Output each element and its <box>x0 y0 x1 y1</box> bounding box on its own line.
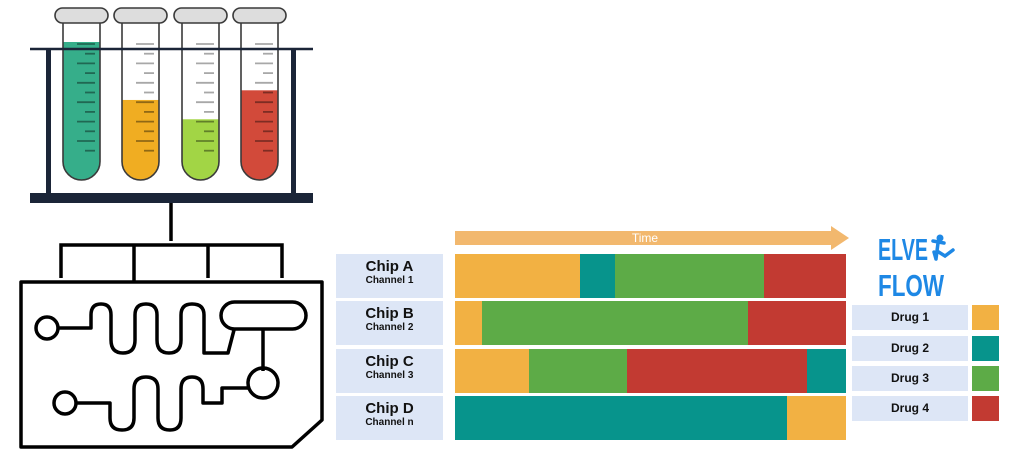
chip-title: Chip D <box>365 400 414 417</box>
chip-label-c: Chip C Channel 3 <box>336 349 443 393</box>
time-axis-label: Time <box>631 231 659 245</box>
legend-label-drug-3: Drug 3 <box>852 366 968 391</box>
chip-title: Chip C <box>365 353 414 370</box>
time-arrow <box>455 226 849 250</box>
bar-segment-drug-1 <box>455 349 530 393</box>
chip-title: Chip A <box>365 258 414 275</box>
legend-label-drug-4: Drug 4 <box>852 396 968 421</box>
tube-cap <box>54 7 109 24</box>
bar-segment-drug-1 <box>455 301 483 345</box>
liquid-level <box>182 119 219 180</box>
bar-segment-drug-4 <box>763 254 846 298</box>
sequence-bar-chip-c <box>455 349 846 393</box>
sequence-bar-chip-d <box>455 396 846 440</box>
bar-segment-drug-1 <box>455 254 581 298</box>
bar-segment-drug-2 <box>580 254 616 298</box>
tube-1 <box>54 7 109 181</box>
bar-segment-drug-1 <box>787 396 846 440</box>
tube-cap <box>113 7 168 24</box>
bar-segment-drug-4 <box>748 301 846 345</box>
bar-segment-drug-2 <box>806 349 846 393</box>
mixing-chamber <box>219 300 308 331</box>
chip-channel: Channel 3 <box>365 370 414 381</box>
legend-swatch-drug-3 <box>972 366 999 391</box>
liquid-level <box>241 90 278 180</box>
tubing-connector <box>59 203 284 282</box>
tube-3 <box>173 7 228 181</box>
legend-swatch-drug-4 <box>972 396 999 421</box>
serpentine-channel-1 <box>58 302 236 355</box>
chip-label-d: Chip D Channel n <box>336 396 443 440</box>
bar-segment-drug-3 <box>615 254 764 298</box>
tube-cap <box>232 7 287 24</box>
inlet-port-2 <box>52 390 78 416</box>
legend-label-drug-1: Drug 1 <box>852 305 968 330</box>
liquid-level <box>122 99 159 180</box>
chip-channel: Channel n <box>365 417 414 428</box>
bar-segment-drug-3 <box>482 301 749 345</box>
tube-rack <box>30 47 313 203</box>
chip-label-a: Chip A Channel 1 <box>336 254 443 298</box>
tube-2 <box>113 7 168 181</box>
microfluidic-chip <box>19 280 324 449</box>
bar-segment-drug-4 <box>627 349 807 393</box>
chip-title: Chip B <box>365 305 414 322</box>
serpentine-channel-2 <box>76 375 248 432</box>
legend-label-drug-2: Drug 2 <box>852 336 968 361</box>
setup-illustration <box>19 7 324 449</box>
logo-text-line2: FLOW <box>878 268 945 298</box>
legend-swatch-drug-1 <box>972 305 999 330</box>
logo-figure-icon <box>931 234 955 261</box>
chip-channel: Channel 2 <box>365 322 414 333</box>
sequence-bar-chip-a <box>455 254 846 298</box>
legend-swatch-drug-2 <box>972 336 999 361</box>
bar-segment-drug-3 <box>529 349 628 393</box>
bar-segment-drug-2 <box>455 396 788 440</box>
tube-cap <box>173 7 228 24</box>
sequence-bar-chip-b <box>455 301 846 345</box>
chip-label-b: Chip B Channel 2 <box>336 301 443 345</box>
elveflow-logo: ELVE FLOW <box>878 232 955 298</box>
reservoir-tubes <box>54 7 287 181</box>
tube-4 <box>232 7 287 181</box>
inlet-port <box>34 315 60 341</box>
chip-channel: Channel 1 <box>365 275 414 286</box>
logo-text-line1: ELVE <box>878 232 928 267</box>
outlet-port <box>246 366 280 400</box>
